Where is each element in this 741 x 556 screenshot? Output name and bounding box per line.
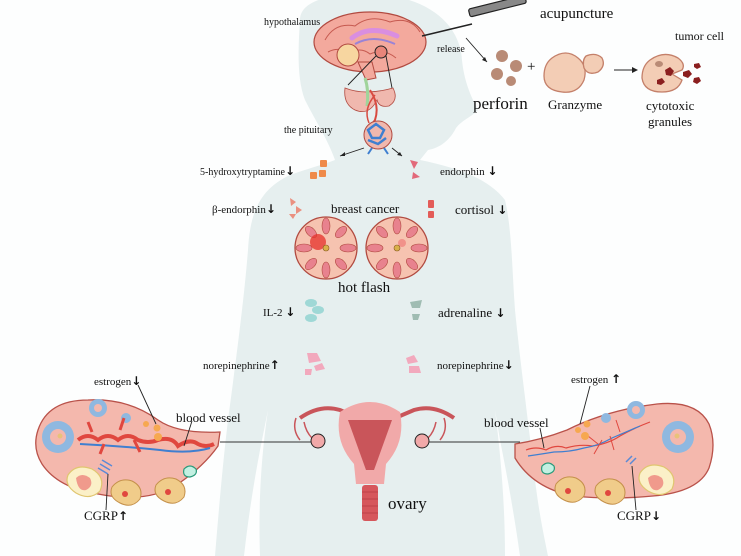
trend-down-icon: ↓ xyxy=(495,306,506,320)
cortisol-shapes xyxy=(428,200,434,218)
pituitary-label: the pituitary xyxy=(284,125,333,136)
plus-sign: + xyxy=(527,59,536,75)
hormone-serotonin: 5-hydroxytryptamine↓ xyxy=(200,165,295,178)
release-label: release xyxy=(437,44,465,55)
body-silhouette xyxy=(215,0,548,556)
hormone-name: β-endorphin xyxy=(212,204,266,216)
perforin-granules xyxy=(491,50,522,86)
granules-label: granules xyxy=(648,114,693,129)
trend-up-icon: ↑ xyxy=(117,509,129,523)
hormone-beta-endorphin: β-endorphin↓ xyxy=(212,203,276,216)
hormone-norepinephrine-left: norepinephrine↑ xyxy=(203,359,280,372)
hormone-name: IL-2 xyxy=(263,307,283,319)
acupuncture-needle xyxy=(421,0,527,63)
trend-down-icon: ↓ xyxy=(497,203,508,217)
granzyme-label: Granzyme xyxy=(548,97,603,112)
blood-vessel-label-right: blood vessel xyxy=(484,415,549,430)
trend-down-icon: ↓ xyxy=(487,164,498,178)
hormone-name: endorphin xyxy=(440,166,485,178)
trend-up-icon: ↑ xyxy=(269,358,280,372)
endorphin-shapes xyxy=(410,160,420,179)
cgrp-label-left: CGRP↑ xyxy=(84,509,128,522)
cgrp-text: CGRP xyxy=(84,508,118,523)
hormone-name: cortisol xyxy=(455,202,494,217)
ovary-detail-right xyxy=(514,385,714,511)
hormone-name: adrenaline xyxy=(438,305,493,320)
norepinephrine-shapes-right xyxy=(406,355,421,373)
hormone-endorphin: endorphin ↓ xyxy=(440,165,497,178)
cgrp-text: CGRP xyxy=(617,508,651,523)
hormone-name: norepinephrine xyxy=(203,360,270,372)
estrogen-text: estrogen xyxy=(94,376,132,388)
tumor-cell-label: tumor cell xyxy=(675,29,724,43)
hormone-adrenaline: adrenaline ↓ xyxy=(438,306,505,319)
hormone-cortisol: cortisol ↓ xyxy=(455,203,507,216)
hormone-norepinephrine-right: norepinephrine↓ xyxy=(437,359,514,372)
ovary-detail-left xyxy=(35,384,221,511)
granzyme-cells xyxy=(543,52,638,93)
tumor-cell xyxy=(641,53,701,93)
estrogen-label-right: estrogen ↑ xyxy=(571,373,621,386)
brain-illustration xyxy=(313,11,427,157)
blood-vessel-label-left: blood vessel xyxy=(176,410,241,425)
trend-down-icon: ↓ xyxy=(131,374,142,388)
cgrp-label-right: CGRP↓ xyxy=(617,509,661,522)
hot-flash-label: hot flash xyxy=(338,280,391,296)
adrenaline-shapes xyxy=(410,300,422,320)
trend-down-icon: ↓ xyxy=(284,164,296,178)
trend-down-icon: ↓ xyxy=(503,358,514,372)
uterus-illustration xyxy=(293,402,456,521)
ovary-label: ovary xyxy=(388,494,427,513)
cytotoxic-label: cytotoxic xyxy=(646,98,695,113)
breast-left xyxy=(294,216,358,280)
hormone-il2: IL-2 ↓ xyxy=(263,306,295,319)
il2-shapes xyxy=(305,299,324,322)
hormone-name: norepinephrine xyxy=(437,360,504,372)
hormone-name: 5-hydroxytryptamine xyxy=(200,167,285,178)
perforin-label: perforin xyxy=(473,94,528,113)
breast-right xyxy=(365,216,429,280)
trend-down-icon: ↓ xyxy=(265,202,276,216)
estrogen-label-left: estrogen↓ xyxy=(94,375,141,388)
trend-up-icon: ↑ xyxy=(611,372,622,386)
trend-down-icon: ↓ xyxy=(285,305,296,319)
hypothalamus-label: hypothalamus xyxy=(264,17,321,28)
trend-down-icon: ↓ xyxy=(650,509,662,523)
norepinephrine-shapes-left xyxy=(305,353,325,375)
serotonin-shapes xyxy=(310,160,327,179)
estrogen-text: estrogen xyxy=(571,374,609,386)
acupuncture-label: acupuncture xyxy=(540,6,614,22)
beta-endorphin-shapes xyxy=(289,198,302,219)
breast-cancer-label: breast cancer xyxy=(331,201,400,216)
